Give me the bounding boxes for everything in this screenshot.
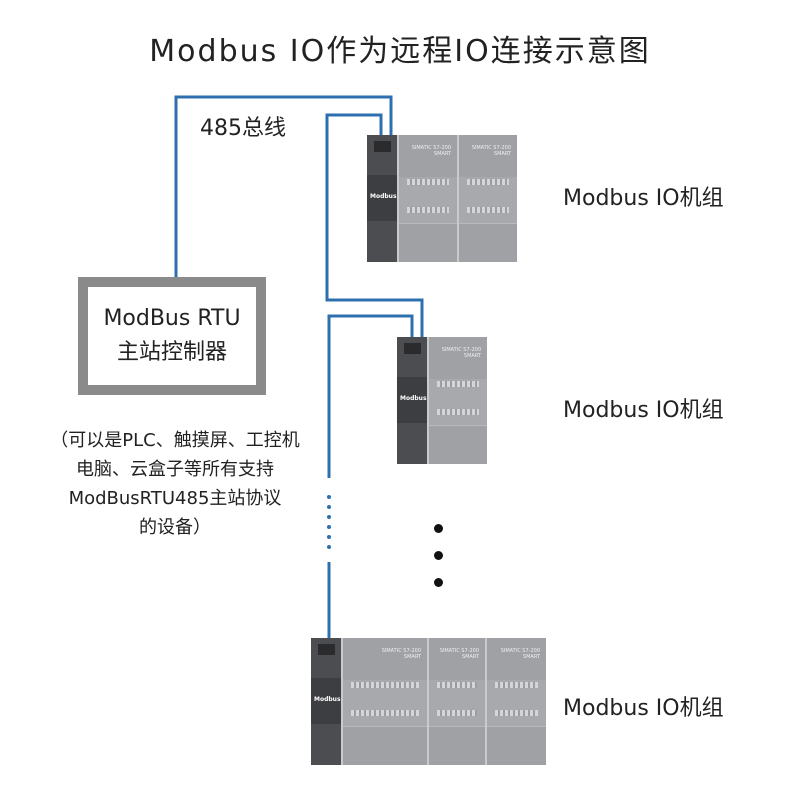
bus-wire-unit1-to-unit2: [325, 113, 424, 338]
io-expansion-module: SIMATIC S7-200 SMART: [427, 337, 487, 464]
module-label: SIMATIC S7-200 SMART: [381, 648, 421, 660]
unit-label-3: Modbus IO机组: [563, 696, 724, 721]
module-label: SIMATIC S7-200 SMART: [441, 347, 481, 359]
ellipsis-dot: [434, 578, 443, 587]
io-expansion-module: SIMATIC S7-200 SMART: [397, 135, 457, 262]
module-label: SIMATIC S7-200 SMART: [471, 145, 511, 157]
ellipsis-dot: [434, 524, 443, 533]
bus-continuation-dots: [327, 495, 331, 549]
bus-label: 485总线: [200, 116, 286, 141]
io-unit-1: Modbus IO SIMATIC S7-200 SMART SIMATIC S…: [367, 135, 517, 262]
io-expansion-module: SIMATIC S7-200 SMART: [485, 638, 546, 765]
note-line: （可以是PLC、触摸屏、工控机: [50, 430, 300, 451]
cpu-brand: Modbus IO: [314, 696, 350, 703]
io-unit-3: Modbus IO SIMATIC S7-200 SMART SIMATIC S…: [311, 638, 546, 765]
controller-line2: 主站控制器: [116, 340, 227, 365]
module-label: SIMATIC S7-200 SMART: [500, 648, 540, 660]
bus-wire-unit2-to-unit3: [327, 314, 414, 478]
module-label: SIMATIC S7-200 SMART: [439, 648, 479, 660]
io-unit-2: Modbus IO SIMATIC S7-200 SMART: [397, 337, 487, 464]
ellipsis-dot: [434, 551, 443, 560]
io-expansion-module: SIMATIC S7-200 SMART: [341, 638, 427, 765]
unit-label-1: Modbus IO机组: [563, 186, 724, 211]
note-line: 的设备）: [139, 517, 211, 538]
note-line: ModBusRTU485主站协议: [68, 488, 282, 509]
controller-line1: ModBus RTU: [103, 306, 241, 331]
io-cpu-module: Modbus IO: [397, 337, 436, 464]
cpu-brand: Modbus IO: [400, 395, 436, 402]
diagram-title: Modbus IO作为远程IO连接示意图: [149, 34, 651, 69]
rs485-port-icon: [404, 343, 421, 354]
io-expansion-module: SIMATIC S7-200 SMART: [457, 135, 517, 262]
controller-note: （可以是PLC、触摸屏、工控机 电脑、云盒子等所有支持 ModBusRTU485…: [20, 426, 330, 542]
bus-wire-controller: [174, 95, 393, 277]
io-cpu-module: Modbus IO: [311, 638, 350, 765]
module-label: SIMATIC S7-200 SMART: [411, 145, 451, 157]
master-controller: ModBus RTU 主站控制器: [78, 277, 266, 395]
cpu-brand: Modbus IO: [370, 193, 406, 200]
controller-screen: ModBus RTU 主站控制器: [88, 287, 256, 385]
unit-label-2: Modbus IO机组: [563, 398, 724, 423]
rs485-port-icon: [318, 644, 335, 655]
note-line: 电脑、云盒子等所有支持: [76, 459, 274, 480]
io-cpu-module: Modbus IO: [367, 135, 406, 262]
rs485-port-icon: [374, 141, 391, 152]
io-expansion-module: SIMATIC S7-200 SMART: [427, 638, 485, 765]
